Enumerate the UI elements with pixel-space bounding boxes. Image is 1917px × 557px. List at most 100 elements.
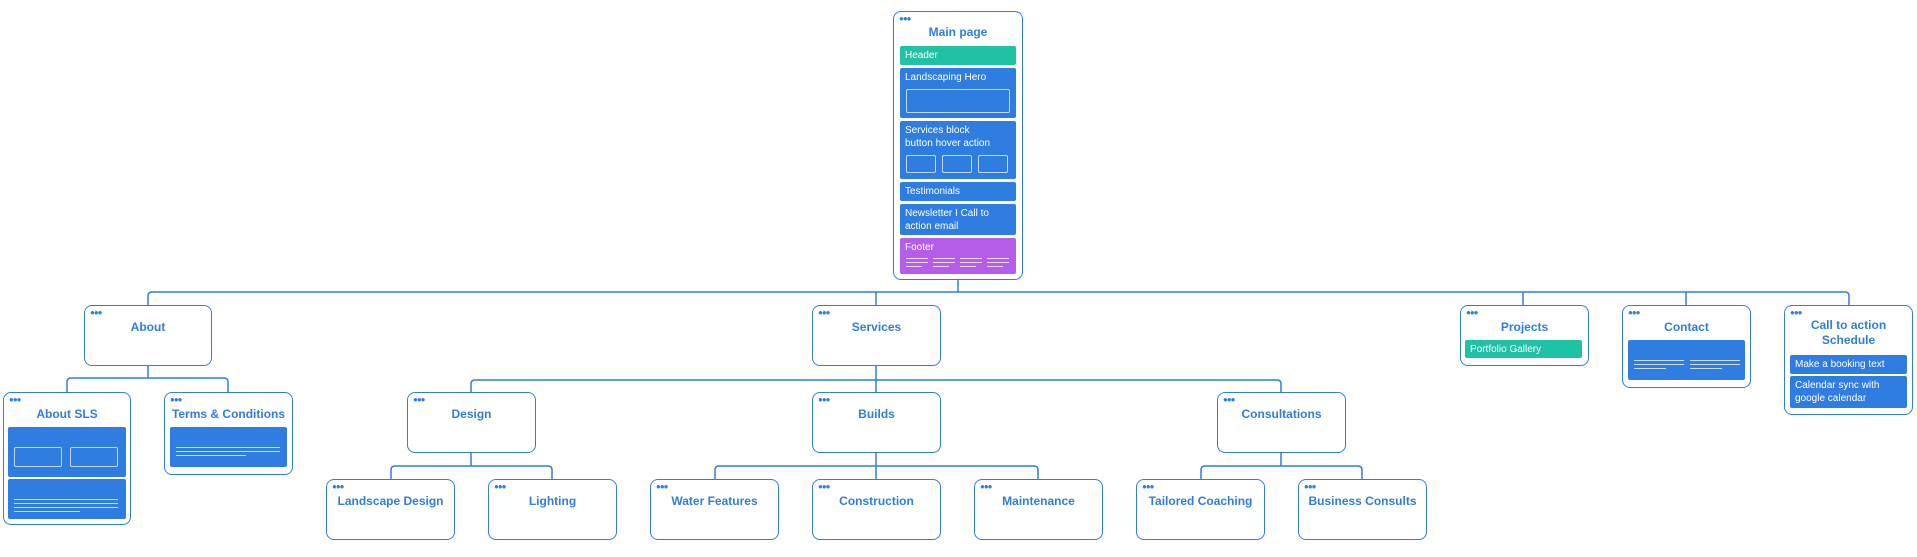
projects-title: Projects	[1500, 320, 1549, 334]
contact-text-line	[1634, 360, 1684, 361]
three-dots-icon[interactable]: ●●●	[1304, 482, 1316, 491]
three-dots-icon[interactable]: ●●●	[1142, 482, 1154, 491]
three-dots-icon[interactable]: ●●●	[818, 395, 830, 404]
footer-text-line	[906, 266, 922, 267]
three-dots-icon[interactable]: ●●●	[980, 482, 992, 491]
about-sls-node[interactable]: ●●● About SLS	[3, 392, 131, 525]
newsletter-block: Newsletter I Call to action email	[900, 204, 1016, 235]
services-block-label: Services block button hover action	[905, 125, 991, 149]
about-image-block	[8, 427, 126, 477]
lighting-node[interactable]: ●●● Lighting	[488, 479, 617, 540]
three-dots-icon[interactable]: ●●●	[1466, 308, 1478, 317]
calendar-sync-block: Calendar sync with google calendar	[1790, 376, 1907, 408]
portfolio-gallery-label: Portfolio Gallery	[1470, 344, 1542, 355]
contact-title: Contact	[1664, 320, 1709, 334]
footer-text-line	[960, 262, 982, 263]
testimonials-block: Testimonials	[900, 182, 1016, 201]
three-dots-icon[interactable]: ●●●	[1223, 395, 1235, 404]
footer-text-line	[987, 266, 1003, 267]
water-features-title: Water Features	[671, 494, 758, 508]
about-text-line	[14, 503, 118, 504]
three-dots-icon[interactable]: ●●●	[170, 395, 182, 404]
three-dots-icon[interactable]: ●●●	[899, 14, 911, 23]
contact-form-block	[1628, 340, 1745, 380]
call-to-action-node[interactable]: ●●● Call to action Schedule Make a booki…	[1784, 305, 1913, 415]
terms-node[interactable]: ●●● Terms & Conditions	[164, 392, 293, 475]
contact-text-line	[1634, 364, 1684, 365]
about-text-line	[14, 511, 80, 512]
portfolio-gallery-block: Portfolio Gallery	[1465, 340, 1582, 358]
terms-text-line	[176, 447, 280, 448]
three-dots-icon[interactable]: ●●●	[1628, 308, 1640, 317]
projects-node[interactable]: ●●● Projects Portfolio Gallery	[1460, 305, 1589, 366]
landscape-design-node[interactable]: ●●● Landscape Design	[326, 479, 455, 540]
three-dots-icon[interactable]: ●●●	[818, 482, 830, 491]
footer-text-line	[933, 266, 949, 267]
service-card-placeholder	[942, 155, 972, 173]
terms-text-block	[170, 427, 287, 467]
builds-node[interactable]: ●●● Builds	[812, 392, 941, 453]
about-image-placeholder	[14, 447, 62, 467]
footer-text-line	[987, 262, 1009, 263]
about-title: About	[130, 320, 166, 334]
footer-text-line	[987, 258, 1009, 259]
testimonials-label: Testimonials	[905, 186, 961, 197]
three-dots-icon[interactable]: ●●●	[494, 482, 506, 491]
booking-text-label: Make a booking text	[1795, 359, 1885, 370]
booking-text-block: Make a booking text	[1790, 355, 1907, 374]
business-consults-title: Business Consults	[1308, 494, 1417, 508]
footer-label: Footer	[905, 242, 934, 253]
service-card-placeholder	[978, 155, 1008, 173]
builds-title: Builds	[858, 407, 895, 421]
about-node[interactable]: ●●● About	[84, 305, 212, 366]
services-title: Services	[851, 320, 902, 334]
service-card-placeholder	[906, 155, 936, 173]
tailored-coaching-node[interactable]: ●●● Tailored Coaching	[1136, 479, 1265, 540]
water-features-node[interactable]: ●●● Water Features	[650, 479, 779, 540]
about-text-block	[8, 479, 126, 519]
business-consults-node[interactable]: ●●● Business Consults	[1298, 479, 1427, 540]
newsletter-label: Newsletter I Call to action email	[905, 208, 989, 232]
three-dots-icon[interactable]: ●●●	[9, 395, 21, 404]
main-page-node[interactable]: ●●● Main page Header Landscaping Hero Se…	[893, 11, 1023, 280]
terms-title: Terms & Conditions	[171, 407, 286, 421]
footer-text-line	[933, 258, 955, 259]
three-dots-icon[interactable]: ●●●	[1790, 308, 1802, 317]
three-dots-icon[interactable]: ●●●	[656, 482, 668, 491]
three-dots-icon[interactable]: ●●●	[90, 308, 102, 317]
footer-text-line	[933, 262, 955, 263]
terms-text-line	[176, 451, 280, 452]
hero-label: Landscaping Hero	[905, 72, 987, 83]
design-title: Design	[451, 407, 492, 421]
call-to-action-title: Call to action Schedule	[1810, 318, 1887, 347]
tailored-coaching-title: Tailored Coaching	[1148, 494, 1253, 508]
three-dots-icon[interactable]: ●●●	[413, 395, 425, 404]
about-sls-title: About SLS	[36, 407, 98, 421]
footer-block: Footer	[900, 238, 1016, 274]
about-image-placeholder	[70, 447, 118, 467]
contact-text-line	[1634, 368, 1666, 369]
footer-text-line	[906, 258, 928, 259]
construction-title: Construction	[839, 494, 914, 508]
footer-text-line	[960, 266, 976, 267]
construction-node[interactable]: ●●● Construction	[812, 479, 941, 540]
hero-block: Landscaping Hero	[900, 68, 1016, 118]
calendar-sync-label: Calendar sync with google calendar	[1795, 380, 1880, 404]
services-block: Services block button hover action	[900, 121, 1016, 179]
three-dots-icon[interactable]: ●●●	[818, 308, 830, 317]
header-block: Header	[900, 46, 1016, 65]
services-node[interactable]: ●●● Services	[812, 305, 941, 366]
maintenance-title: Maintenance	[1002, 494, 1075, 508]
landscape-design-title: Landscape Design	[337, 494, 444, 508]
footer-text-line	[906, 262, 928, 263]
contact-node[interactable]: ●●● Contact	[1622, 305, 1751, 388]
three-dots-icon[interactable]: ●●●	[332, 482, 344, 491]
contact-text-line	[1690, 364, 1740, 365]
terms-text-line	[176, 455, 246, 456]
hero-image-placeholder	[906, 89, 1010, 113]
design-node[interactable]: ●●● Design	[407, 392, 536, 453]
consultations-title: Consultations	[1241, 407, 1322, 421]
consultations-node[interactable]: ●●● Consultations	[1217, 392, 1346, 453]
maintenance-node[interactable]: ●●● Maintenance	[974, 479, 1103, 540]
